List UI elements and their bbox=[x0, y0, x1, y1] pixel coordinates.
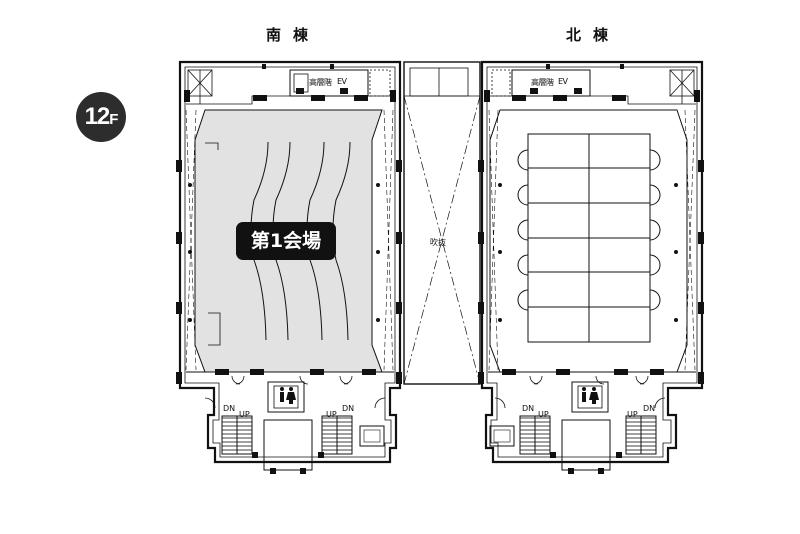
atrium-label: 吹抜 bbox=[430, 238, 446, 247]
stair-dn-label: DN bbox=[643, 404, 656, 413]
stair-dn-label: DN bbox=[522, 404, 535, 413]
south-elevator-hall-label: 高層階 bbox=[309, 78, 332, 87]
restroom-icon bbox=[582, 387, 599, 404]
stair-dn-label: DN bbox=[342, 404, 355, 413]
north-elevator-hall-label: 高層階 bbox=[531, 78, 554, 87]
restroom-icon bbox=[280, 387, 296, 404]
floor-badge: 12F bbox=[76, 92, 126, 142]
south-outer-wall bbox=[178, 60, 402, 464]
floor-suffix: F bbox=[109, 111, 118, 128]
stair-up-label: UP bbox=[538, 410, 549, 419]
floor-number: 12 bbox=[84, 103, 111, 130]
north-building bbox=[478, 60, 704, 474]
stair-up-label: UP bbox=[627, 410, 638, 419]
north-partition-grid bbox=[517, 133, 661, 343]
south-building-label: 南棟 bbox=[266, 26, 321, 44]
south-ev-label: EV bbox=[337, 77, 347, 86]
stair-dn-label: DN bbox=[223, 404, 236, 413]
south-hall-label[interactable]: 第1会場 bbox=[236, 222, 336, 260]
atrium bbox=[403, 61, 481, 385]
north-building-label: 北棟 bbox=[566, 26, 621, 44]
south-building bbox=[176, 60, 402, 474]
stair-up-label: UP bbox=[239, 410, 250, 419]
north-outer-wall bbox=[480, 60, 704, 464]
north-ev-label: EV bbox=[558, 77, 568, 86]
stair-up-label: UP bbox=[326, 410, 337, 419]
